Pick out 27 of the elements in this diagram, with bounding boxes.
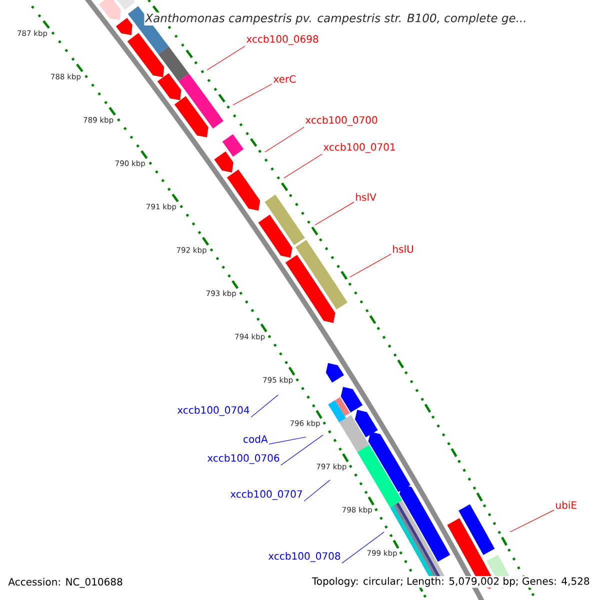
leader-line	[304, 480, 330, 502]
leader-line	[206, 46, 246, 70]
leader-line	[342, 532, 384, 564]
title: Xanthomonas campestris pv. campestris str. B100, complete ge...	[144, 12, 528, 26]
leader-line	[264, 126, 304, 152]
gene-label: xccb100_0701	[323, 143, 395, 153]
leader-line	[268, 436, 306, 444]
gene-label: codA	[244, 435, 268, 443]
leader-line	[250, 394, 278, 418]
accession-text: Accession: NC_010688	[8, 578, 122, 588]
leader-line	[280, 434, 324, 466]
gene-label: xccb100_0708	[268, 552, 340, 562]
gene-label: xccb100_0698	[246, 35, 318, 45]
gene-label: xccb100_0704	[177, 406, 250, 416]
gene-label: xccb100_0700	[305, 116, 378, 126]
leader-line	[510, 510, 554, 532]
gene-label: xccb100_0707	[230, 490, 302, 500]
leader-line	[232, 84, 272, 106]
gene-label: xccb100_0706	[207, 454, 280, 464]
gene-label: hslV	[356, 193, 376, 201]
gene-label: xerC	[273, 75, 296, 83]
leader-line	[350, 254, 392, 278]
gene-label: ubiE	[556, 501, 576, 509]
genome-info-text: Topology: circular; Length: 5,079,002 bp; Genes: 4,528	[310, 576, 591, 588]
leader-line	[314, 202, 354, 226]
gene-label: hslU	[393, 245, 413, 253]
leader-line	[284, 154, 322, 178]
